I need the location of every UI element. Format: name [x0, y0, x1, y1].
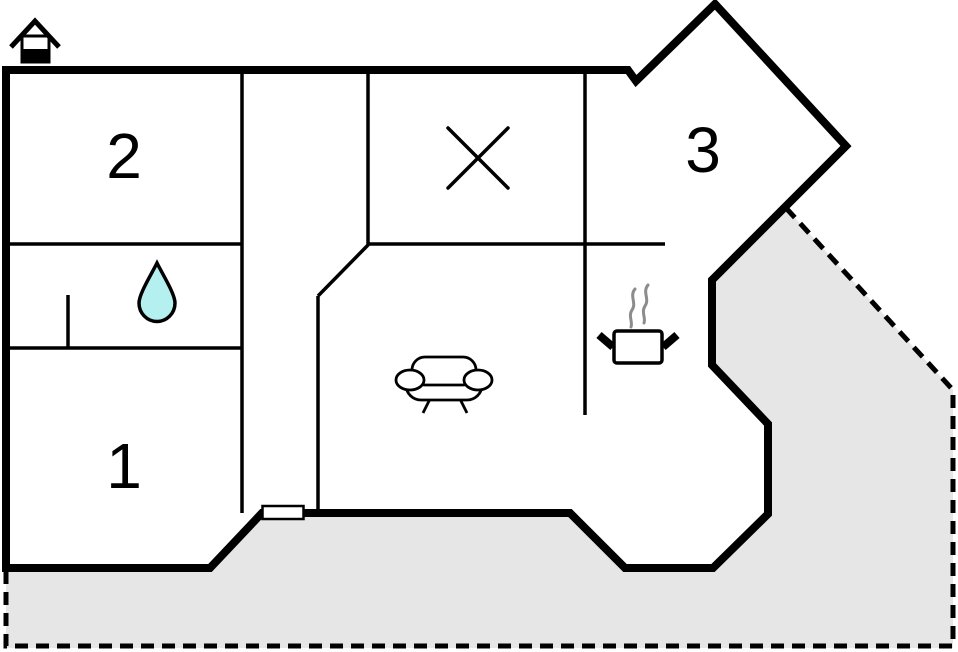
room-2-label: 2 [106, 120, 142, 192]
water-drop-icon [137, 259, 177, 324]
door-opening [261, 504, 305, 521]
cooking-pot-icon [596, 283, 680, 365]
terrace-dashed-border [3, 206, 956, 649]
building-outline [2, 0, 852, 572]
sofa-icon [394, 355, 494, 414]
window-cross-icon [446, 126, 510, 190]
room-1-label: 1 [106, 430, 142, 502]
interior-walls [6, 70, 665, 513]
room-3-label: 3 [685, 114, 721, 186]
sauna-house-icon [9, 17, 61, 64]
